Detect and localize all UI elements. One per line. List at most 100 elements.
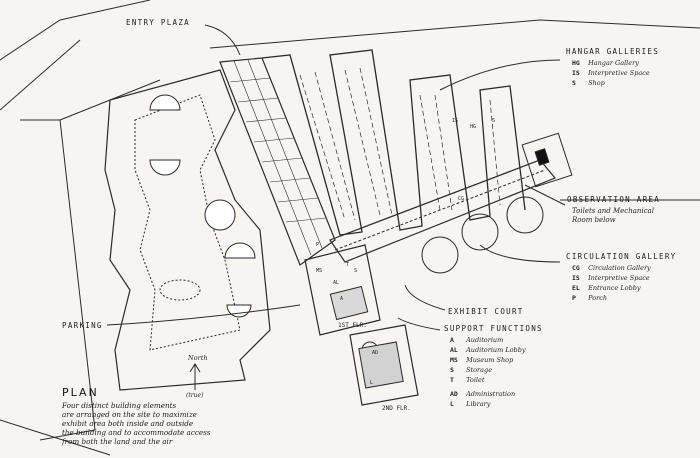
entry-plaza-grid — [229, 59, 327, 256]
exhibit-court-label: EXHIBIT COURT — [448, 307, 524, 316]
road-edge-top — [0, 0, 151, 61]
observation-note: Toilets and Mechanical Room below — [572, 207, 654, 224]
parking-island-4 — [226, 304, 252, 318]
entry-plaza-label: ENTRY PLAZA — [126, 18, 190, 27]
hangar-legend-row: S Shop — [572, 79, 605, 87]
tag-ad: AD — [372, 350, 379, 356]
legend-code: HG — [572, 59, 580, 67]
tag-ms: MS — [316, 268, 323, 274]
parking-stalls — [134, 94, 241, 351]
circulation-legend-row: IS Interpretive Space — [572, 274, 650, 282]
legend-code: AD — [450, 390, 458, 398]
legend-code: S — [450, 366, 454, 374]
leader-exhibit-court — [404, 284, 446, 311]
support-legend-row: A Auditorium — [450, 336, 503, 344]
support-legend-row: S Storage — [450, 366, 492, 374]
plan-description: Four distinct building elements are arra… — [62, 401, 211, 446]
plan-title: PLAN — [62, 386, 99, 399]
tag-storage: S — [354, 268, 358, 274]
legend-desc: Auditorium Lobby — [466, 346, 526, 354]
circulation-legend-row: P Porch — [572, 294, 607, 302]
legend-desc: Shop — [588, 79, 605, 87]
support-legend-row: T Toilet — [450, 376, 484, 384]
parking-island-2 — [149, 159, 181, 176]
parking-circle — [204, 199, 236, 231]
legend-code: MS — [450, 356, 458, 364]
observation-area-label: OBSERVATION AREA — [567, 195, 661, 204]
support-legend-row: L Library — [450, 400, 490, 408]
parking-lot-left — [20, 119, 96, 441]
first-floor-label: 1ST FLR. — [338, 322, 367, 329]
legend-desc: Entrance Lobby — [588, 284, 641, 292]
legend-desc: Auditorium — [466, 336, 504, 344]
legend-code: L — [450, 400, 454, 408]
support-functions-label: SUPPORT FUNCTIONS — [444, 324, 543, 333]
hangar-bays — [299, 67, 501, 221]
hangar-legend-row: HG Hangar Gallery — [572, 59, 639, 67]
legend-desc: Administration — [466, 390, 516, 398]
circulation-gallery — [329, 159, 556, 263]
site-boundary-top — [209, 19, 700, 49]
support-legend-row: AD Administration — [450, 390, 515, 398]
parking-oval — [159, 279, 201, 301]
legend-code: CG — [572, 264, 580, 272]
legend-desc: Storage — [466, 366, 493, 374]
tag-l: L — [370, 380, 374, 386]
legend-desc: Hangar Gallery — [588, 59, 639, 67]
circulation-gallery-label: CIRCULATION GALLERY — [566, 252, 677, 261]
display-circle-2 — [461, 213, 499, 251]
legend-desc: Toilet — [466, 376, 485, 384]
legend-desc: Porch — [588, 294, 608, 302]
parking-island-3 — [224, 242, 256, 259]
legend-code: IS — [572, 69, 580, 77]
tag-is: IS — [452, 118, 459, 124]
legend-desc: Interpretive Space — [588, 69, 650, 77]
legend-code: AL — [450, 346, 458, 354]
legend-code: EL — [572, 284, 580, 292]
legend-desc: Library — [466, 400, 491, 408]
entry-plaza — [219, 57, 336, 266]
north-arrow-head — [189, 363, 201, 373]
support-legend-row: MS Museum Shop — [450, 356, 513, 364]
tag-hg: HG — [470, 124, 477, 130]
legend-code: T — [450, 376, 454, 384]
support-legend-row: AL Auditorium Lobby — [450, 346, 526, 354]
leader-support — [397, 317, 441, 331]
legend-code: IS — [572, 274, 580, 282]
legend-code: A — [450, 336, 454, 344]
hangar-outline — [261, 49, 526, 236]
legend-desc: Museum Shop — [466, 356, 514, 364]
tag-a: A — [340, 296, 344, 302]
hangar-legend-row: IS Interpretive Space — [572, 69, 650, 77]
tag-p: P — [316, 242, 320, 248]
circulation-legend-row: CG Circulation Gallery — [572, 264, 651, 272]
legend-desc: Interpretive Space — [588, 274, 650, 282]
leader-entry-plaza — [204, 24, 241, 56]
parking-label: PARKING — [62, 321, 103, 330]
legend-code: S — [572, 79, 576, 87]
leader-hangar — [439, 59, 561, 91]
parking-area — [104, 69, 271, 391]
tag-cg: CG — [458, 196, 465, 202]
circulation-centerline — [334, 169, 546, 251]
legend-desc: Circulation Gallery — [588, 264, 651, 272]
legend-code: P — [572, 294, 576, 302]
support-block-2nd-floor — [349, 324, 419, 406]
leader-circulation — [479, 244, 561, 263]
leader-parking — [106, 304, 301, 326]
display-circle-3 — [506, 196, 544, 234]
road-edge-left — [0, 39, 81, 111]
hangar-galleries-label: HANGAR GALLERIES — [566, 47, 660, 56]
observation-stair — [534, 148, 550, 166]
tag-al: AL — [333, 280, 340, 286]
second-floor-rooms — [358, 341, 404, 389]
observation-area — [521, 132, 573, 188]
parking-island-1 — [149, 94, 181, 111]
second-floor-label: 2ND FLR. — [382, 405, 411, 412]
support-block-1st-floor — [304, 244, 381, 336]
tag-t: T — [346, 262, 350, 268]
north-text: North — [188, 354, 208, 362]
circulation-legend-row: EL Entrance Lobby — [572, 284, 641, 292]
